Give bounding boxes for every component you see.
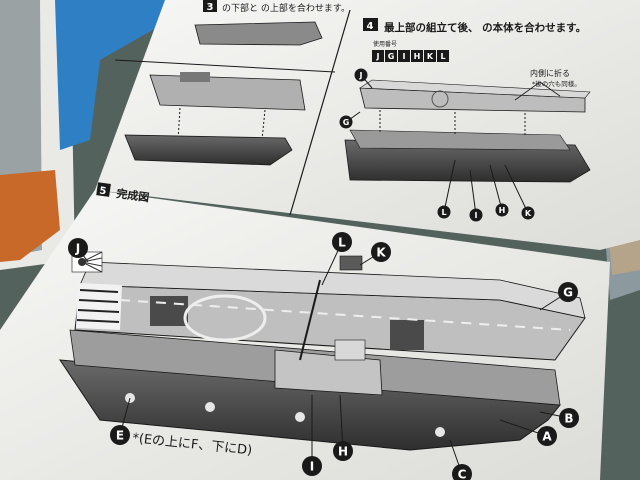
stern-stripes	[76, 283, 122, 330]
part-label-L: L	[440, 52, 445, 61]
completed-ship-drawing	[59, 251, 586, 451]
callout-G: G	[558, 282, 578, 302]
deck-circle	[183, 294, 267, 342]
step4-note-line2: *後の穴も同様。	[532, 79, 581, 88]
step4-number-box	[363, 18, 378, 31]
step3-illustration	[124, 21, 323, 166]
step4-parts-header: 使用番号	[373, 40, 397, 48]
svg-text:C: C	[458, 467, 467, 480]
part-box-K	[424, 50, 436, 62]
part-box-L	[437, 50, 449, 62]
part-label-J: J	[376, 52, 380, 61]
island	[274, 255, 383, 396]
part-label-K: K	[427, 52, 434, 61]
mast	[299, 279, 321, 361]
step4-callout-L: L	[437, 205, 451, 219]
svg-text:H: H	[499, 206, 506, 215]
svg-text:B: B	[564, 411, 573, 425]
svg-text:G: G	[343, 118, 350, 127]
part-label-G: G	[388, 52, 395, 61]
callout-C: C	[452, 464, 472, 480]
aft-elevator	[150, 296, 188, 326]
step4-number: 4	[367, 21, 374, 32]
svg-text:L: L	[441, 208, 446, 217]
step3-caption: の下部と の上部を合わせます。	[222, 2, 350, 14]
step4-callout-K: K	[521, 206, 535, 220]
callout-I: I	[302, 456, 322, 476]
svg-text:H: H	[338, 444, 348, 458]
callout-B: B	[559, 408, 579, 428]
svg-text:J: J	[75, 241, 80, 255]
part-label-H: H	[414, 52, 421, 61]
sheet-main: 5 完成図	[0, 182, 610, 480]
part-box-J	[372, 50, 384, 62]
part-label-I: I	[403, 52, 406, 61]
svg-text:K: K	[525, 209, 532, 218]
step5-number: 5	[99, 186, 107, 198]
svg-text:E: E	[116, 428, 124, 442]
fore-elevator	[390, 320, 424, 350]
sheet-top: 3 の下部と の上部を合わせます。 4 最上部の組立て後、 の本体を合わせます。…	[95, 0, 640, 250]
callout-H: H	[333, 441, 353, 461]
radar	[339, 255, 363, 271]
step3-number-box	[203, 0, 217, 12]
svg-text:I: I	[310, 459, 314, 473]
svg-text:G: G	[563, 285, 573, 299]
callout-A: A	[537, 426, 557, 446]
callout-J: J	[68, 238, 88, 258]
step4-caption: 最上部の組立て後、 の本体を合わせます。	[384, 21, 586, 34]
part-box-I	[398, 50, 410, 62]
step4-callout-J: J	[354, 68, 368, 82]
svg-text:L: L	[338, 235, 346, 249]
svg-text:A: A	[542, 429, 552, 443]
callout-E: E	[110, 425, 130, 445]
step5-title: 完成図	[116, 186, 151, 204]
svg-text:J: J	[359, 71, 363, 80]
orange-card	[0, 170, 60, 262]
step4-callout-H: H	[495, 203, 509, 217]
step4-note-line1: 内側に折る	[530, 68, 570, 78]
callout-K: K	[371, 242, 391, 262]
step4-callouts: J G L I H K	[339, 68, 535, 222]
callout-L: L	[332, 232, 352, 252]
part-box-G	[385, 50, 397, 62]
step4-illustration	[344, 79, 591, 183]
step4-callout-G: G	[339, 115, 353, 129]
step5-number-box	[96, 182, 111, 197]
step3-number: 3	[207, 2, 214, 13]
svg-text:K: K	[376, 245, 386, 259]
hull-portholes	[125, 393, 445, 437]
step4-callout-I: I	[469, 208, 483, 222]
step5-callouts: J L K G BA E I H C	[68, 232, 579, 480]
blue-card	[55, 0, 185, 150]
svg-text:I: I	[475, 211, 478, 220]
part-box-H	[411, 50, 423, 62]
